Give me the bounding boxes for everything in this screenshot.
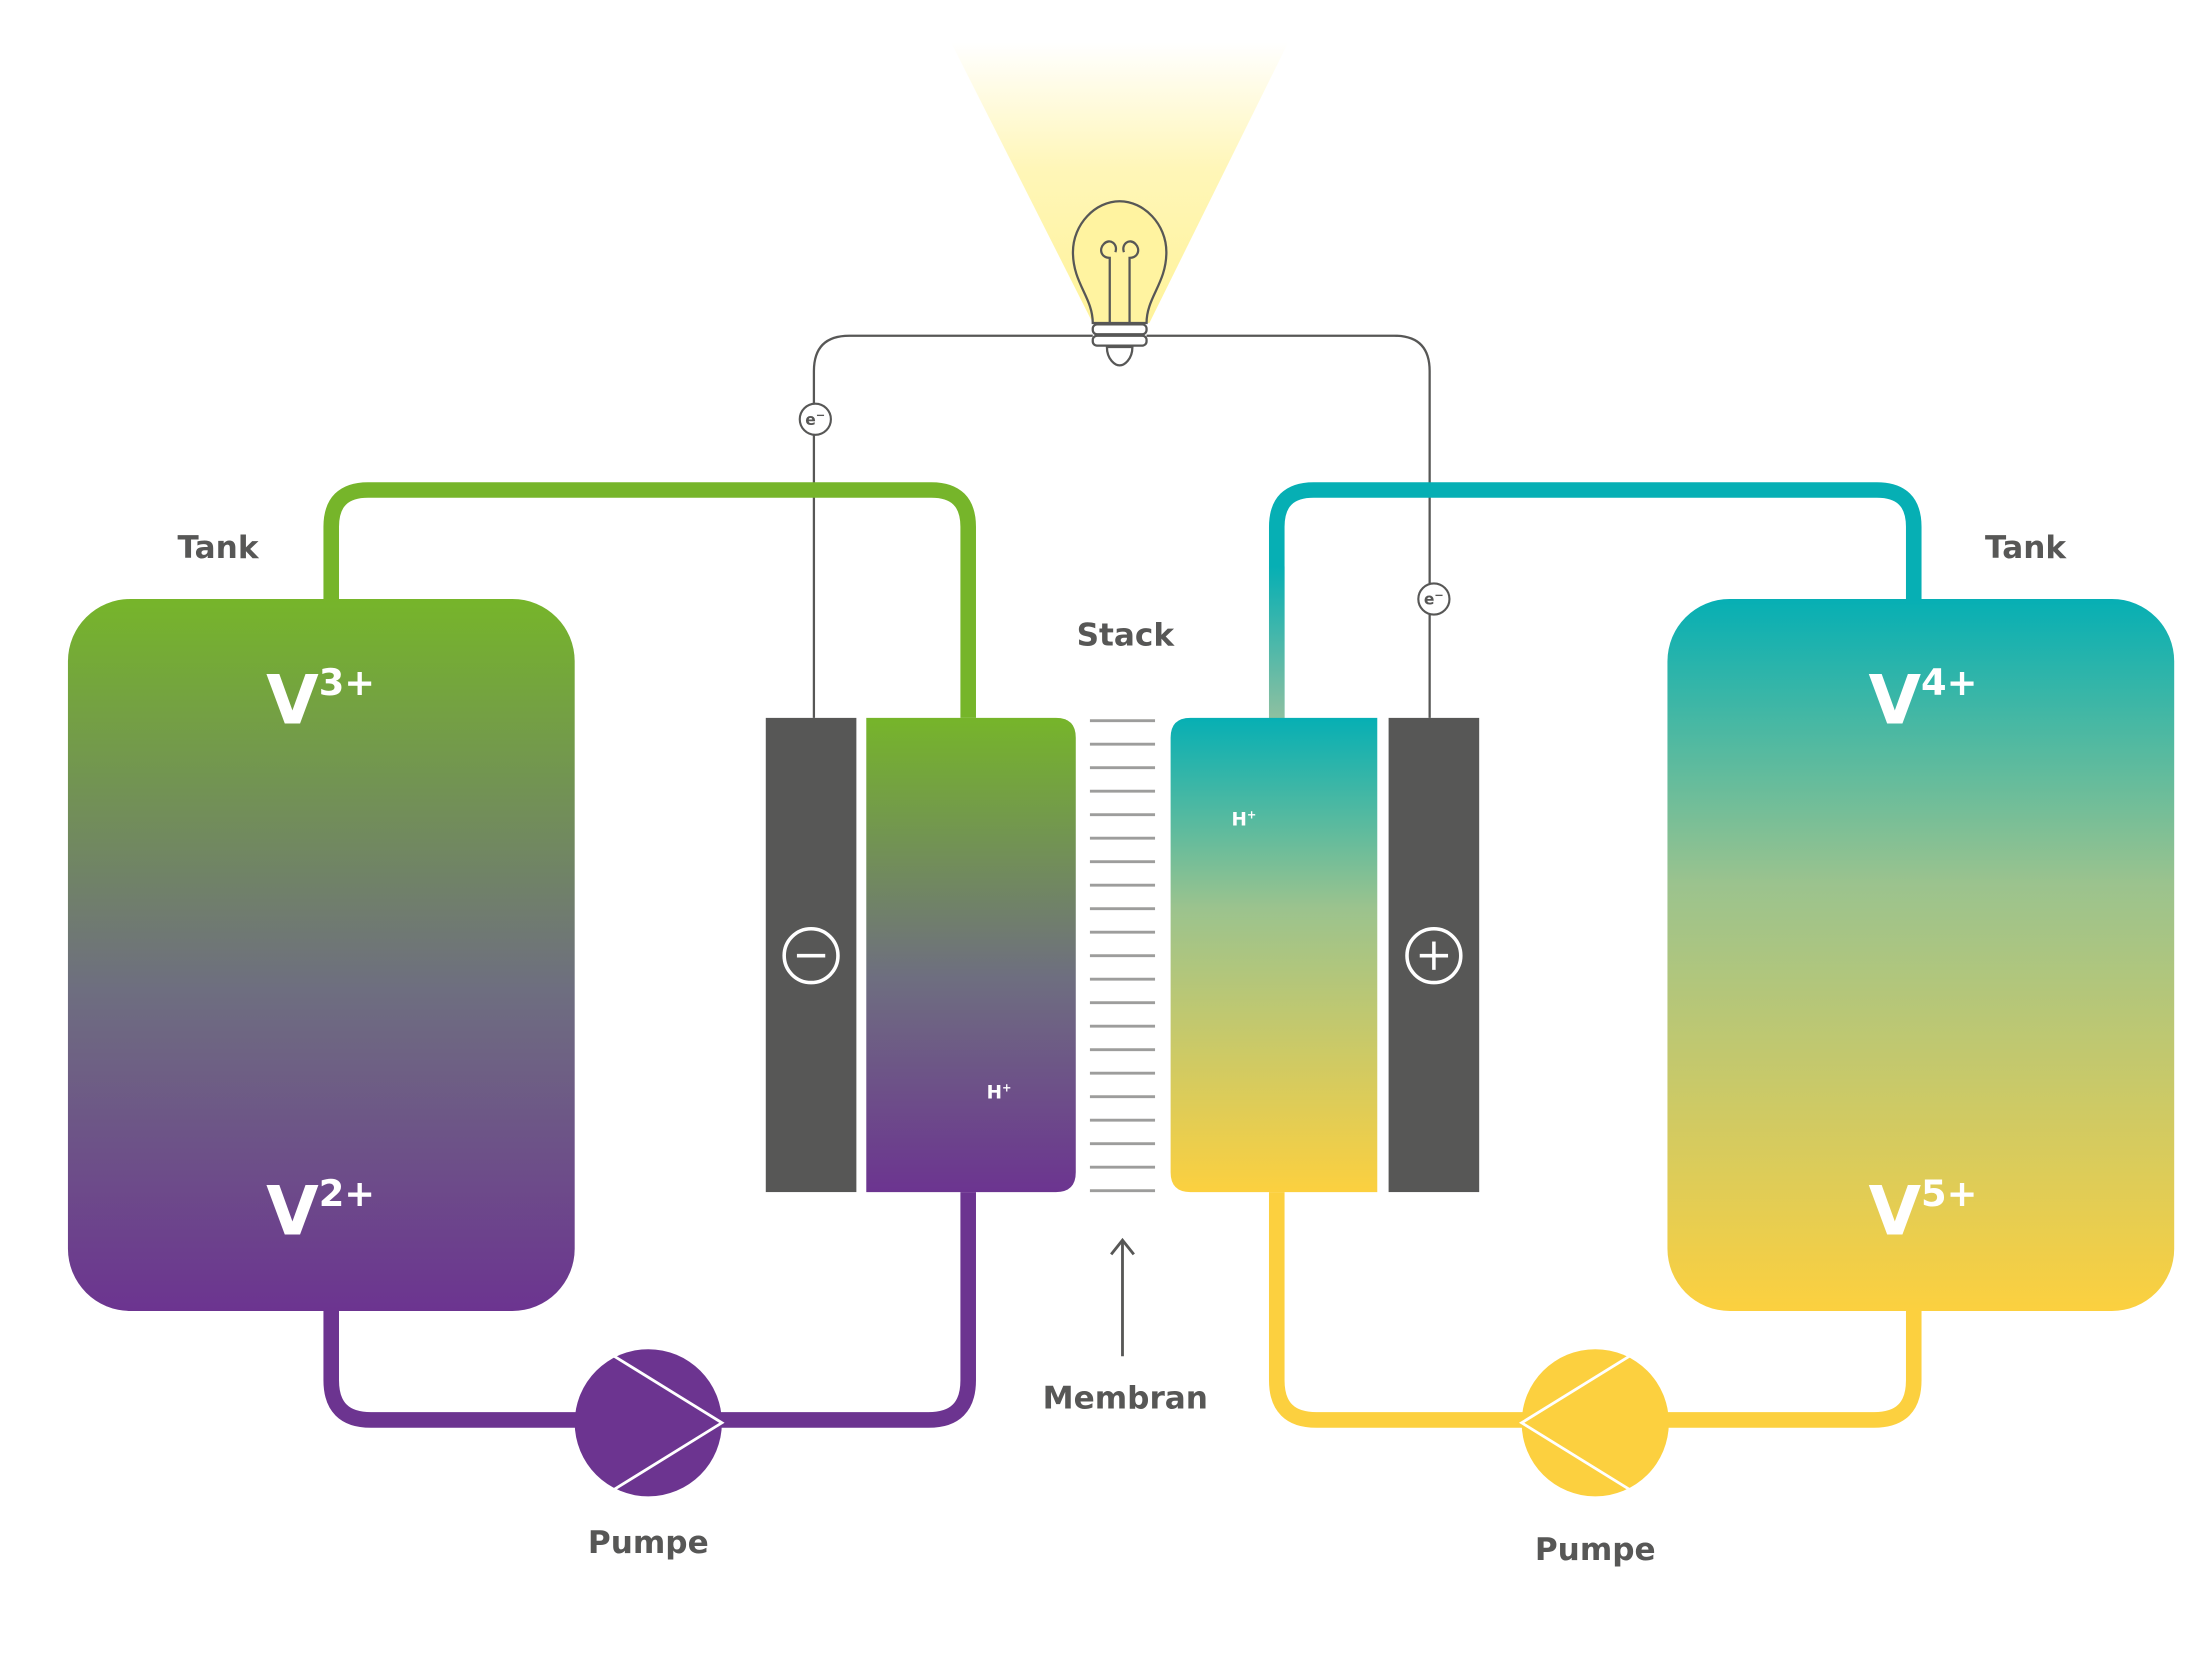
- light-beam: [951, 42, 1289, 323]
- pump-right-icon: [1518, 1349, 1669, 1497]
- proton-label-right: H+: [1231, 807, 1256, 830]
- label-tank-right: Tank: [1985, 530, 2067, 566]
- electron-marker-left: e−: [798, 402, 832, 436]
- light-bulb-icon: [1071, 200, 1168, 367]
- label-membrane: Membran: [1043, 1381, 1208, 1417]
- tank-right: [1667, 598, 2175, 1311]
- svg-text:e−: e−: [1424, 588, 1444, 609]
- ion-label-v4: V4+: [1868, 661, 1977, 740]
- minus-icon: [782, 927, 840, 985]
- ion-label-v2: V2+: [266, 1172, 375, 1251]
- ion-label-v5: V5+: [1868, 1172, 1977, 1251]
- pipe-left-top: [323, 482, 976, 718]
- label-pump-right: Pumpe: [1535, 1532, 1656, 1568]
- svg-text:e−: e−: [805, 408, 825, 429]
- pipe-right-top: [1268, 482, 1922, 718]
- membrane-arrow-icon: [1110, 1237, 1135, 1357]
- pump-left-icon: [574, 1349, 725, 1497]
- half-cell-left: [866, 717, 1076, 1193]
- ion-label-v3: V3+: [266, 661, 375, 740]
- external-circuit-wire: [812, 334, 1431, 718]
- proton-label-left: H+: [987, 1081, 1012, 1104]
- membrane: [1089, 719, 1156, 1193]
- electron-marker-right: e−: [1417, 582, 1451, 616]
- label-tank-left: Tank: [177, 530, 259, 566]
- label-pump-left: Pumpe: [588, 1525, 709, 1561]
- plus-icon: [1405, 927, 1463, 985]
- tank-left: [67, 598, 575, 1311]
- label-stack: Stack: [1077, 618, 1176, 654]
- half-cell-right: [1170, 717, 1378, 1193]
